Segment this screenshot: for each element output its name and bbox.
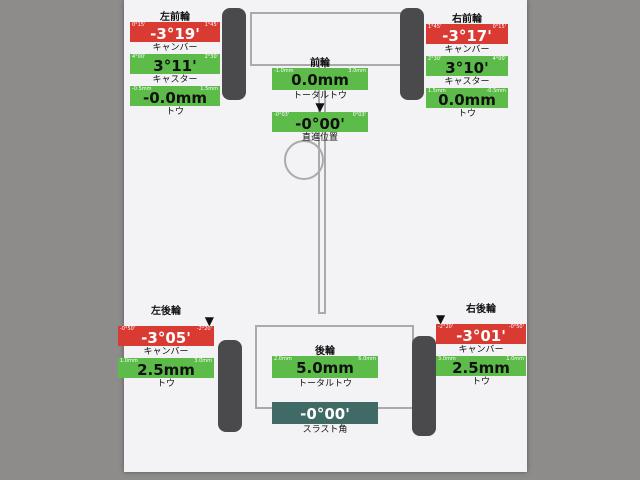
range-min: 3.0mm	[438, 356, 456, 362]
front-right-caster-gauge: 2°30' 4°00'3°10'	[426, 56, 508, 76]
camber-value: -3°05'	[141, 329, 191, 347]
range-min: 1.0mm	[120, 358, 138, 364]
range-max: -0.5mm	[486, 88, 507, 94]
toe-value: 0.0mm	[438, 91, 496, 109]
camber-value: -3°17'	[442, 27, 492, 45]
range-max: 1.0mm	[506, 356, 524, 362]
camber-label: キャンバー	[152, 43, 198, 53]
front-left-title: 左前輪	[160, 12, 190, 23]
rear-right-panel: 右後輪 ▼ -2°20' -0°50'-3°01' キャンバー 3.0mm 1.0m…	[436, 300, 526, 388]
rear-total-panel: 後輪 2.0mm 6.0mm 5.0mm トータルトウ -0°00' スラスト角	[272, 342, 378, 436]
range-max: 1°45'	[204, 22, 218, 28]
range-min: -1.0mm	[274, 68, 294, 74]
toe-label: トウ	[156, 379, 175, 389]
rear-right-camber-gauge: -2°20' -0°50'-3°01'	[436, 324, 526, 344]
total-toe-value: 0.0mm	[291, 71, 349, 89]
total-toe-value: 5.0mm	[296, 359, 354, 377]
arrow-down-icon: ▼	[204, 314, 214, 328]
thrust-angle-gauge: -0°00'	[272, 402, 378, 424]
camber-value: -3°19'	[150, 25, 200, 43]
rear-total-title: 後輪	[315, 346, 335, 357]
front-right-wheel	[400, 8, 424, 100]
front-right-title: 右前輪	[452, 14, 482, 25]
range-min: -0.5mm	[132, 86, 152, 92]
range-min: 1°45'	[428, 24, 442, 30]
rear-total-toe-gauge: 2.0mm 6.0mm 5.0mm	[272, 356, 378, 378]
range-max: -2°20'	[196, 326, 212, 332]
camber-value: -3°01'	[456, 327, 506, 345]
range-max: 4°00'	[492, 56, 506, 62]
straight-label: 直進位置	[301, 133, 338, 143]
range-max: 1.5mm	[200, 86, 218, 92]
range-min: 2°30'	[428, 56, 442, 62]
drive-shaft-drawing	[318, 60, 326, 314]
caster-value: 3°10'	[445, 59, 489, 77]
camber-label: キャンバー	[143, 347, 189, 357]
range-max: 0°03'	[352, 112, 366, 118]
toe-label: トウ	[165, 107, 184, 117]
front-left-panel: 左前輪 0°15' 1°45' -3°19' キャンバー 4°00' 2°30' 3°1…	[130, 8, 220, 118]
front-right-camber-gauge: 1°45' 0°15'-3°17'	[426, 24, 508, 44]
rear-left-wheel	[218, 340, 242, 432]
total-toe-label: トータルトウ	[292, 91, 347, 101]
range-max: 0°15'	[492, 24, 506, 30]
rear-right-title: 右後輪	[466, 304, 496, 315]
range-max: 2°30'	[204, 54, 218, 60]
total-toe-label: トータルトウ	[297, 379, 352, 389]
camber-label: キャンバー	[458, 345, 504, 355]
arrow-down-icon: ▼	[315, 100, 325, 114]
rear-left-title: 左後輪	[151, 306, 181, 317]
steering-wheel-drawing	[284, 140, 324, 180]
thrust-value: -0°00'	[300, 405, 350, 423]
front-left-caster-gauge: 4°00' 2°30' 3°11'	[130, 54, 220, 74]
range-max: -0°50'	[508, 324, 524, 330]
caster-value: 3°11'	[153, 57, 197, 75]
rear-left-camber-gauge: -0°50' -2°20' -3°05'	[118, 326, 214, 346]
rear-left-panel: 左後輪 ▼ -0°50' -2°20' -3°05' キャンバー 1.0mm 3.0m…	[118, 302, 214, 390]
caster-label: キャスター	[152, 75, 198, 85]
caster-label: キャスター	[444, 77, 490, 87]
range-min: -0°50'	[120, 326, 136, 332]
straight-value: -0°00'	[295, 115, 345, 133]
range-max: 3.0mm	[194, 358, 212, 364]
camber-label: キャンバー	[444, 45, 490, 55]
toe-value: 2.5mm	[452, 359, 510, 377]
front-right-panel: 右前輪 1°45' 0°15'-3°17' キャンバー 2°30' 4°00'3°1…	[426, 10, 508, 120]
range-min: 4°00'	[132, 54, 146, 60]
front-left-wheel	[222, 8, 246, 100]
range-max: 3.0mm	[348, 68, 366, 74]
straight-position-gauge: -0°03' 0°03' -0°00'	[272, 112, 368, 132]
toe-value: 2.5mm	[137, 361, 195, 379]
front-total-title: 前輪	[310, 58, 330, 69]
range-min: -2°20'	[438, 324, 454, 330]
range-min: -0°03'	[274, 112, 290, 118]
arrow-down-icon: ▼	[436, 312, 446, 326]
thrust-label: スラスト角	[302, 425, 348, 435]
toe-label: トウ	[471, 377, 490, 387]
rear-right-wheel	[412, 336, 436, 436]
toe-label: トウ	[457, 109, 476, 119]
range-min: 1.5mm	[428, 88, 446, 94]
front-left-toe-gauge: -0.5mm 1.5mm-0.0mm	[130, 86, 220, 106]
toe-value: -0.0mm	[142, 89, 208, 107]
front-left-camber-gauge: 0°15' 1°45' -3°19'	[130, 22, 220, 42]
range-max: 6.0mm	[358, 356, 376, 362]
range-min: 0°15'	[132, 22, 146, 28]
range-min: 2.0mm	[274, 356, 292, 362]
